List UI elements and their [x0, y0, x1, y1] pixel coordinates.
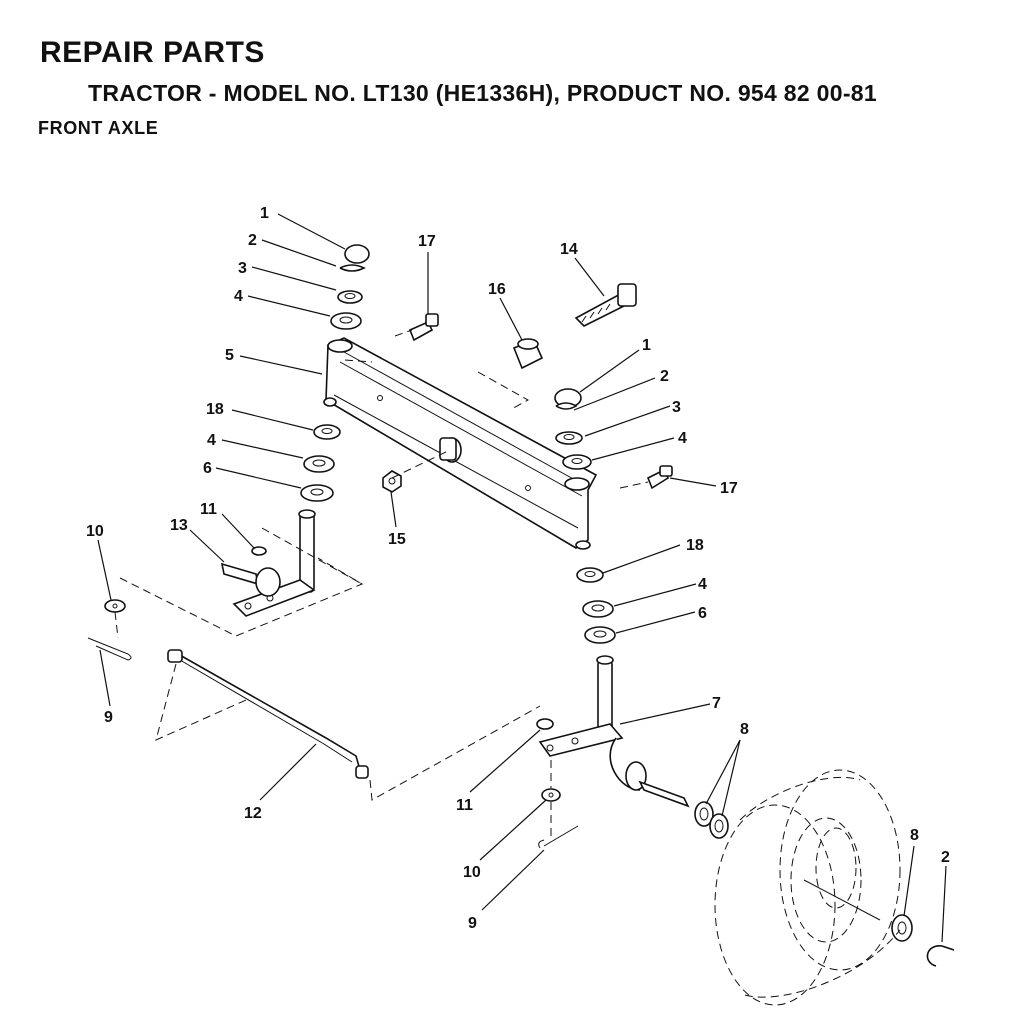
- callout-6-right: 6: [698, 605, 707, 622]
- callout-11: 11: [200, 501, 217, 518]
- callout-8-wheel: 8: [910, 827, 919, 844]
- callout-5: 5: [225, 347, 234, 364]
- callout-2-wheel: 2: [941, 849, 950, 866]
- section-title: FRONT AXLE: [38, 118, 159, 138]
- tie-rod: [167, 649, 369, 779]
- callout-18: 18: [206, 401, 224, 418]
- leader-lines: [97, 213, 947, 943]
- callout-3: 3: [238, 260, 247, 277]
- callout-4-left-lower: 4: [207, 432, 216, 449]
- right-pivot-hardware: [554, 388, 616, 644]
- page-title: REPAIR PARTS: [40, 36, 265, 69]
- callout-10: 10: [86, 523, 104, 540]
- callout-2: 2: [248, 232, 257, 249]
- callout-9-right: 9: [468, 915, 477, 932]
- callout-7: 7: [712, 695, 721, 712]
- callout-10-right: 10: [463, 864, 481, 881]
- page-subtitle: TRACTOR - MODEL NO. LT130 (HE1336H), PRO…: [88, 80, 877, 106]
- callout-14: 14: [560, 241, 578, 258]
- callout-3-right: 3: [672, 399, 681, 416]
- callout-18-right: 18: [686, 537, 704, 554]
- callout-1-right: 1: [642, 337, 651, 354]
- callout-13: 13: [170, 517, 188, 534]
- callout-4-right-lower: 4: [698, 576, 707, 593]
- left-pivot-hardware: [300, 244, 370, 502]
- callout-numbers: 1 2 3 4 5 18 4 6 17 16 14 1 2 3 4 17 15 …: [86, 205, 950, 932]
- wheel-washers: [694, 801, 955, 967]
- callout-16: 16: [488, 281, 506, 298]
- assembly-lines: [114, 329, 649, 840]
- callout-2-right: 2: [660, 368, 669, 385]
- front-axle-beam: [323, 337, 598, 550]
- callout-17-right: 17: [720, 480, 738, 497]
- right-spindle: [536, 655, 690, 808]
- callout-9: 9: [104, 709, 113, 726]
- front-wheel: [714, 769, 901, 1006]
- callout-12: 12: [244, 805, 262, 822]
- callout-4: 4: [234, 288, 243, 305]
- left-spindle: [220, 509, 316, 617]
- fittings-and-bolt: [382, 283, 673, 493]
- callout-6: 6: [203, 460, 212, 477]
- washers-and-pins: [87, 599, 579, 849]
- callout-17: 17: [418, 233, 436, 250]
- callout-1: 1: [260, 205, 269, 222]
- callout-8: 8: [740, 721, 749, 738]
- callout-4-right: 4: [678, 430, 687, 447]
- callout-15: 15: [388, 531, 406, 548]
- callout-11-right: 11: [456, 797, 473, 814]
